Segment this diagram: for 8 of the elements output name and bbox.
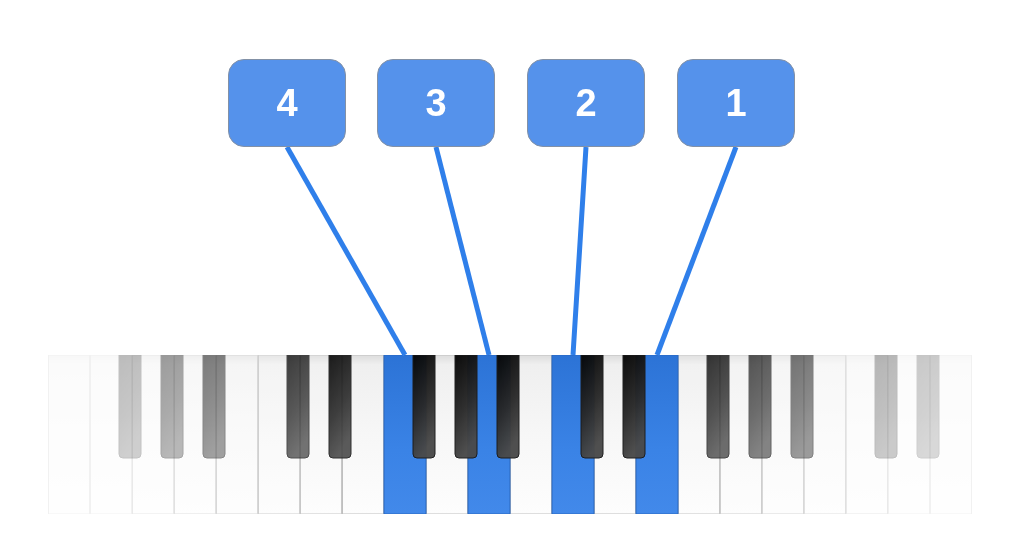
callout-number: 3 <box>377 59 495 147</box>
leader-line <box>654 146 739 356</box>
callout-number: 4 <box>228 59 346 147</box>
leader-line <box>433 146 492 356</box>
leader-line <box>570 146 589 356</box>
leader-line <box>284 145 408 357</box>
callout-number: 1 <box>677 59 795 147</box>
callout-number: 2 <box>527 59 645 147</box>
